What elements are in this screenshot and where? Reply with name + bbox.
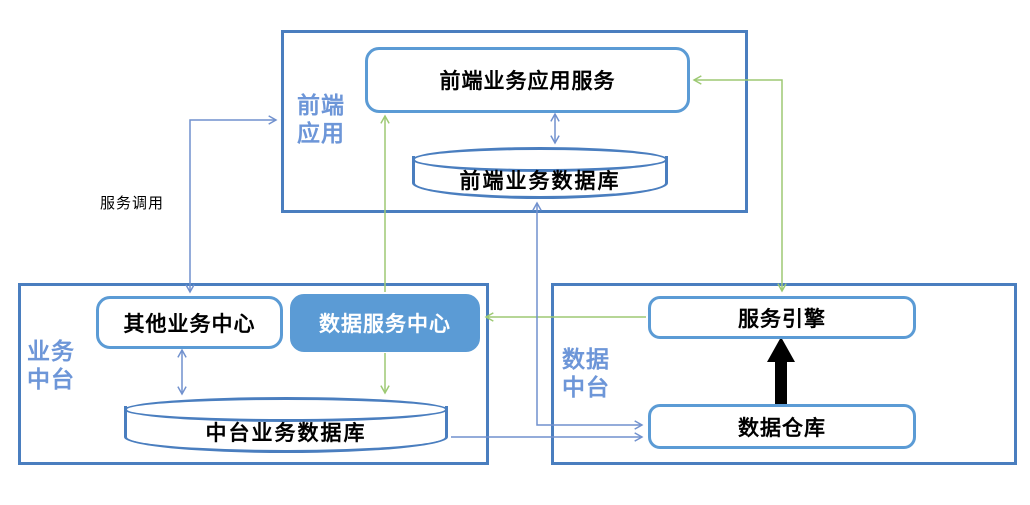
- node-other-business-center-label: 其他业务中心: [123, 311, 256, 336]
- data-platform-label: 数据 中台: [562, 347, 610, 401]
- node-frontend-database-label: 前端业务数据库: [459, 169, 621, 193]
- service-call-annotation: 服务调用: [100, 195, 165, 212]
- node-middle-platform-database: 中台业务数据库: [124, 397, 448, 453]
- node-frontend-app-service: 前端业务应用服务: [365, 47, 690, 113]
- node-service-engine-label: 服务引擎: [738, 306, 826, 331]
- node-frontend-database: 前端业务数据库: [412, 147, 668, 199]
- business-platform-label: 业务 中台: [27, 339, 75, 393]
- node-frontend-app-service-label: 前端业务应用服务: [439, 69, 616, 93]
- node-data-service-center: 数据服务中心: [290, 294, 480, 352]
- node-data-warehouse-label: 数据仓库: [738, 415, 826, 440]
- node-data-warehouse: 数据仓库: [648, 404, 916, 449]
- node-middle-platform-database-label: 中台业务数据库: [205, 421, 367, 445]
- node-service-engine: 服务引擎: [648, 296, 916, 339]
- node-data-service-center-label: 数据服务中心: [319, 312, 451, 336]
- cylinder-top: [412, 147, 668, 172]
- frontend-app-label: 前端 应用: [297, 93, 345, 147]
- node-other-business-center: 其他业务中心: [96, 296, 283, 349]
- cylinder-top: [124, 397, 448, 422]
- arrow-service-call: [185, 115, 278, 294]
